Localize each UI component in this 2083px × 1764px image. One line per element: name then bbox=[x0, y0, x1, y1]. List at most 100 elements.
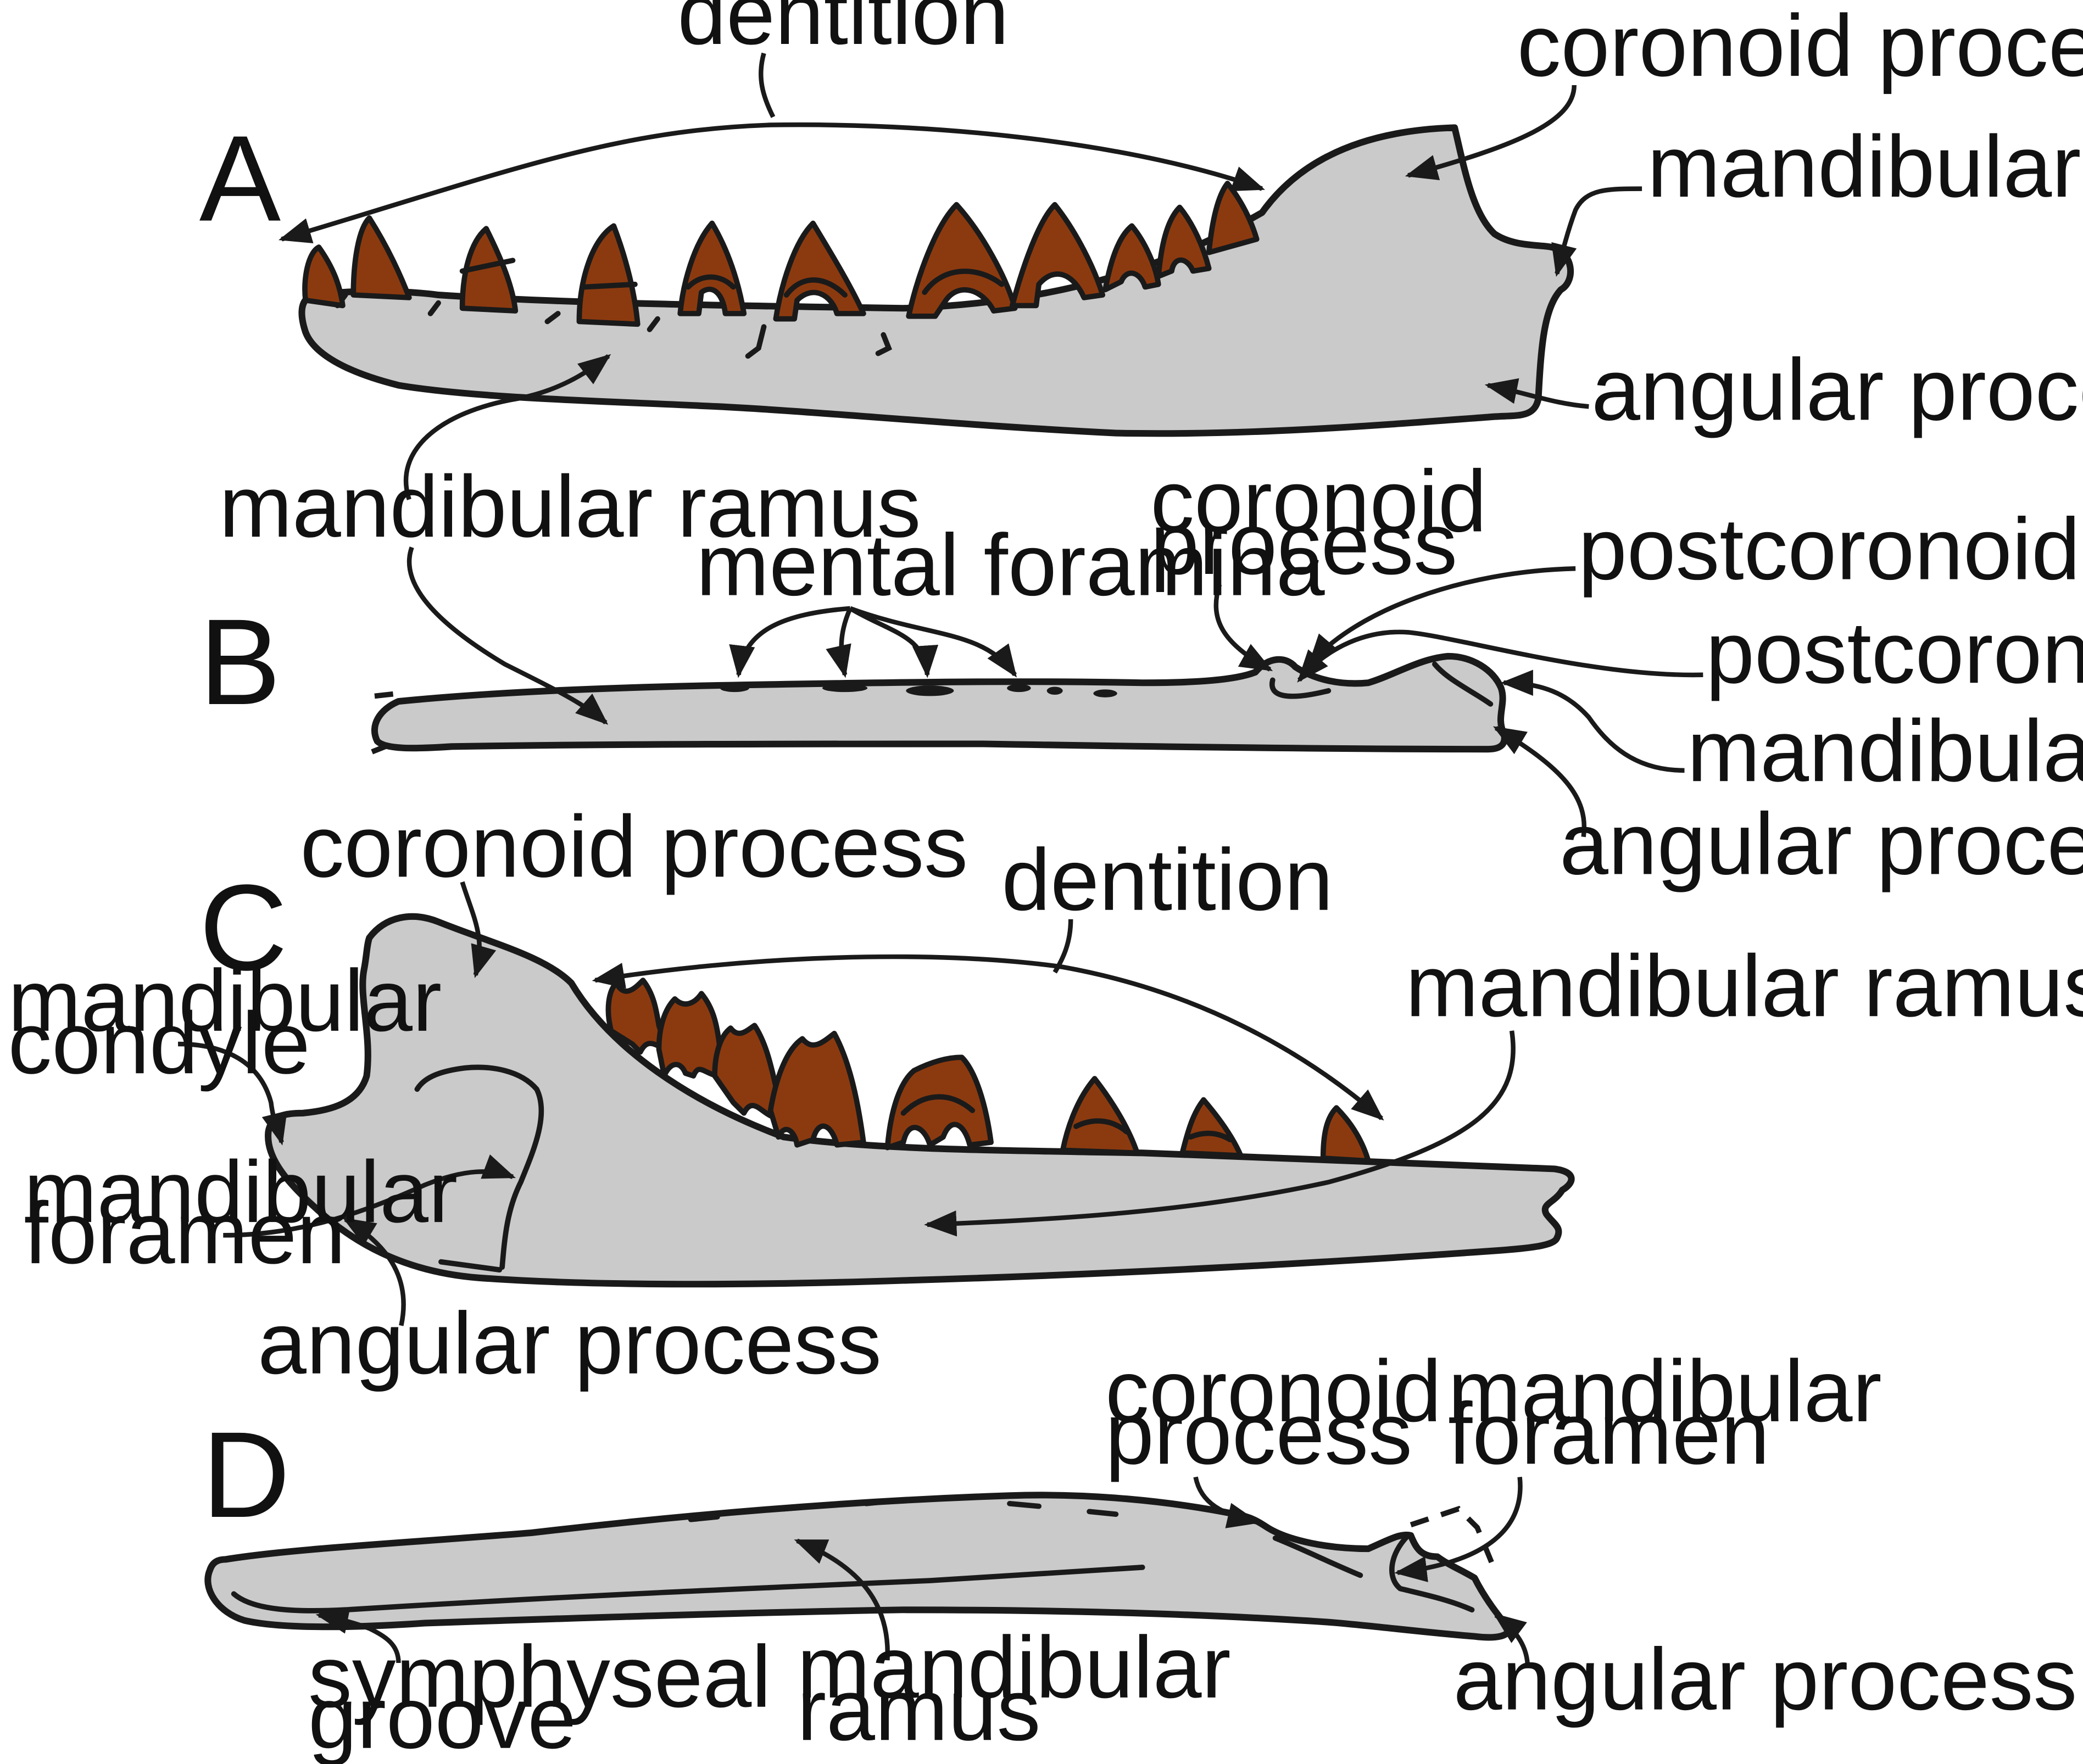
label-b-coronoid-line1: coronoid bbox=[1150, 453, 1486, 550]
leader-b-mental-1 bbox=[729, 606, 851, 678]
leader-d-symphyseal bbox=[315, 1608, 401, 1663]
label-mandibular-ramus-ab: mandibular ramus bbox=[219, 457, 921, 555]
leader-b-mental-2 bbox=[826, 607, 853, 678]
condyle-outline-b bbox=[1432, 661, 1494, 707]
label-b-condyle: mandibular condyle bbox=[1687, 702, 2083, 800]
leader-c-dentition bbox=[592, 954, 1384, 1121]
label-b-postcoronoid-fossa: postcoronoid fossa bbox=[1706, 604, 2083, 701]
mandible-d-outline bbox=[204, 1492, 1513, 1641]
leader-c-dentition-stem bbox=[1052, 919, 1073, 974]
label-a-coronoid: coronoid process bbox=[1517, 0, 2083, 94]
panel-d: D bbox=[202, 1407, 1513, 1641]
tooth-a-8 bbox=[1009, 202, 1106, 309]
label-a-condyle: mandibular condyle bbox=[1647, 118, 2083, 215]
mental-foramen-2 bbox=[822, 684, 868, 693]
label-d-ramus-line1: mandibular bbox=[797, 1618, 1231, 1716]
tooth-c-5 bbox=[884, 1054, 994, 1151]
tooth-a-9 bbox=[1102, 223, 1161, 293]
label-a-angular: angular process bbox=[1591, 340, 2083, 438]
label-c-condyle-line1: mandibular bbox=[8, 952, 442, 1050]
tooth-c-3 bbox=[712, 1023, 779, 1119]
leader-ramus-to-a bbox=[404, 354, 611, 500]
label-d-foramen-line2: foramen bbox=[1448, 1385, 1770, 1482]
leader-d-angular bbox=[1493, 1613, 1530, 1668]
mandible-b-outline bbox=[371, 652, 1508, 753]
mental-foramen-5 bbox=[1046, 686, 1063, 695]
label-b-postcoronoid-crest: postcoronoid crest bbox=[1578, 500, 2083, 598]
label-b-coronoid-line2: process bbox=[1150, 495, 1457, 593]
label-d-ramus-line2: ramus bbox=[797, 1661, 1040, 1759]
mandible-a-outline bbox=[298, 124, 1574, 437]
label-d-angular: angular process bbox=[1453, 1631, 2078, 1728]
panel-a: A bbox=[199, 111, 1574, 437]
label-c-coronoid: coronoid process bbox=[300, 797, 968, 895]
label-c-foramen-line2: foramen bbox=[24, 1184, 346, 1282]
leader-a-angular bbox=[1484, 378, 1589, 409]
tooth-c-4 bbox=[767, 1030, 866, 1148]
leader-lines bbox=[178, 52, 1703, 1668]
tooth-a-2 bbox=[350, 215, 412, 300]
leader-b-mental-4 bbox=[849, 606, 1017, 678]
leader-d-coronoid bbox=[1193, 1476, 1260, 1528]
leader-d-foramen bbox=[1394, 1476, 1523, 1582]
mental-foramen-3 bbox=[906, 685, 954, 696]
leader-a-condyle bbox=[1551, 186, 1642, 277]
label-d-symphyseal-line1: symphyseal bbox=[308, 1628, 771, 1726]
leader-b-postcrest bbox=[1307, 566, 1576, 667]
tooth-a-5 bbox=[677, 220, 747, 316]
leader-c-condyle bbox=[178, 1041, 287, 1146]
label-b-mental-foramina: mental foramina bbox=[696, 516, 1325, 614]
label-c-ramus: mandibular ramus bbox=[1406, 937, 2083, 1035]
leader-d-ramus bbox=[794, 1538, 890, 1661]
leader-c-coronoid bbox=[460, 881, 497, 978]
leader-a-dentition bbox=[279, 122, 1266, 244]
tooth-c-6 bbox=[1060, 1076, 1140, 1156]
panel-letter-c: C bbox=[199, 860, 288, 996]
mental-foramen-1 bbox=[720, 684, 749, 693]
label-c-angular: angular process bbox=[258, 1294, 882, 1392]
leader-c-foramen bbox=[223, 1154, 516, 1238]
label-d-symphyseal-line2: groove bbox=[308, 1669, 576, 1764]
tooth-a-11 bbox=[1206, 181, 1260, 255]
leader-c-ramus bbox=[924, 1030, 1516, 1237]
mandibular-foramen-outline-d bbox=[1389, 1533, 1475, 1613]
leader-c-angular bbox=[342, 1217, 406, 1326]
label-c-dentition: dentition bbox=[1001, 831, 1333, 929]
tooth-a-7 bbox=[906, 202, 1018, 319]
panel-b: B bbox=[199, 594, 1508, 755]
tooth-c-7 bbox=[1179, 1097, 1244, 1159]
panel-letter-b: B bbox=[199, 594, 281, 730]
broken-edge-d bbox=[1410, 1505, 1499, 1574]
postcoronoid-fossa-outline bbox=[1269, 677, 1332, 699]
leader-b-angular bbox=[1493, 725, 1587, 838]
leader-ramus-to-b bbox=[406, 546, 609, 725]
labels: dentition coronoid process mandibular co… bbox=[8, 0, 2083, 1764]
label-a-dentition: dentition bbox=[677, 0, 1009, 63]
tooth-details-a bbox=[459, 258, 1005, 298]
mental-foramen-6 bbox=[1093, 689, 1117, 697]
label-c-condyle-line2: condyle bbox=[8, 994, 310, 1092]
coronoid-ridge-d bbox=[1272, 1535, 1363, 1578]
mandibular-foramen-outline-c bbox=[414, 1064, 544, 1272]
ventral-marks-d bbox=[688, 1498, 1119, 1522]
leader-a-dentition-stem bbox=[759, 52, 776, 118]
tooth-a-1 bbox=[302, 244, 346, 309]
tooth-c-2 bbox=[656, 991, 723, 1079]
label-d-foramen-line1: mandibular bbox=[1448, 1342, 1882, 1440]
panel-letter-a: A bbox=[199, 111, 281, 247]
leader-b-condyle bbox=[1500, 669, 1685, 773]
leader-a-coronoid bbox=[1405, 85, 1577, 181]
broken-edge-b bbox=[371, 690, 399, 755]
label-d-coronoid-line2: process bbox=[1105, 1385, 1412, 1482]
label-b-angular: angular process bbox=[1560, 795, 2083, 892]
mental-foramen-4 bbox=[1007, 684, 1031, 693]
tooth-c-8 bbox=[1320, 1105, 1371, 1164]
leader-b-postfossa bbox=[1297, 629, 1703, 683]
leader-b-coronoid bbox=[1213, 584, 1273, 672]
tooth-a-4 bbox=[576, 223, 641, 327]
panel-letter-d: D bbox=[202, 1407, 291, 1543]
leader-b-mental-3 bbox=[849, 606, 939, 678]
label-d-coronoid-line1: coronoid bbox=[1105, 1342, 1441, 1440]
label-c-foramen-line1: mandibular bbox=[24, 1143, 458, 1241]
